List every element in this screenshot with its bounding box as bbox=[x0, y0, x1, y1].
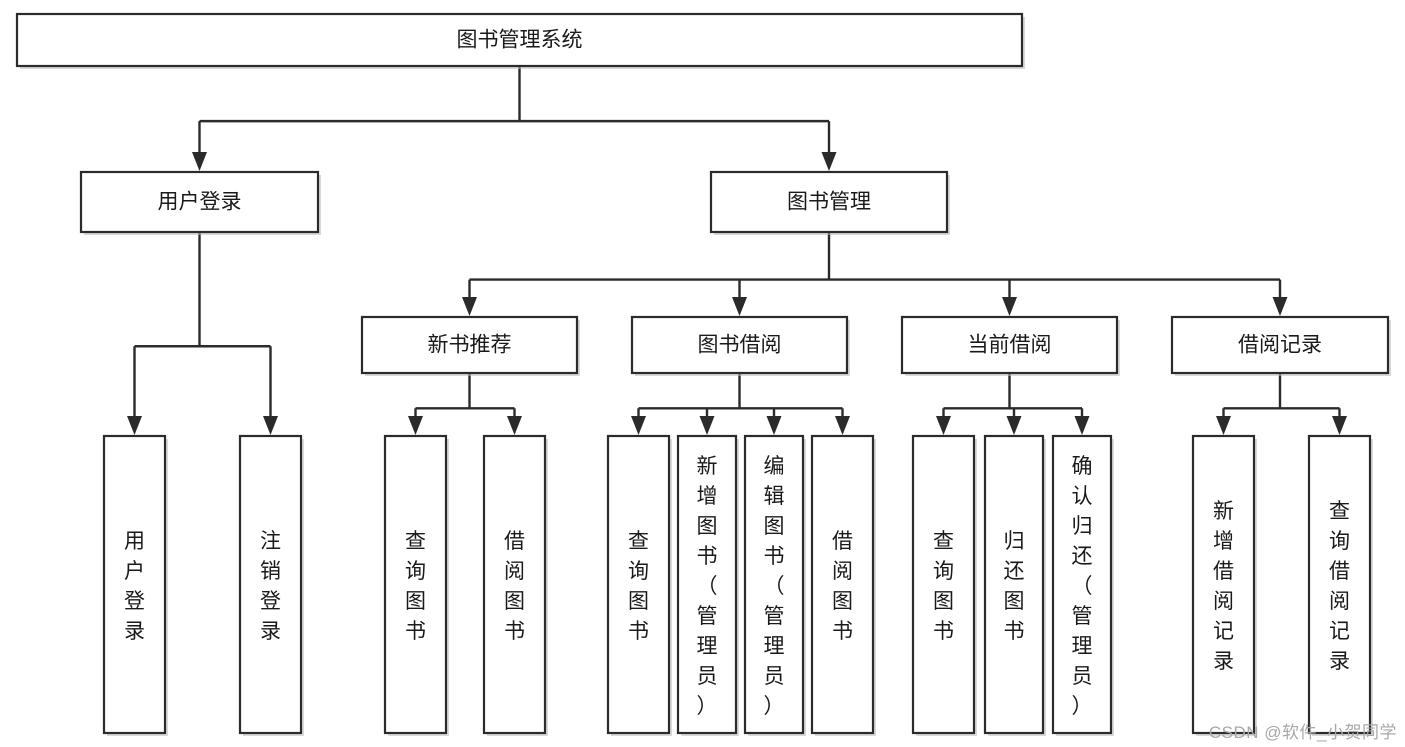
node-rect[interactable] bbox=[900, 315, 1119, 375]
node-leaf-borrow-book-recommend[interactable]: 借阅图书 bbox=[482, 434, 548, 736]
node-label: 确认归还（管理员） bbox=[1072, 455, 1093, 718]
node-label: 查询图书 bbox=[628, 530, 649, 643]
node-leaf-query-book-recommend[interactable]: 查询图书 bbox=[383, 434, 449, 736]
node-leaf-query-borrow-record[interactable]: 查询借阅记录 bbox=[1307, 434, 1373, 736]
node-rect[interactable] bbox=[911, 434, 976, 735]
node-label: 当前借阅 bbox=[968, 334, 1052, 357]
node-rect[interactable] bbox=[1170, 315, 1390, 375]
node-new-book-recommend[interactable]: 新书推荐 bbox=[360, 315, 580, 376]
node-label: 图书借阅 bbox=[698, 334, 782, 357]
node-label: 图书管理系统 bbox=[457, 29, 583, 52]
arrow-head bbox=[192, 152, 207, 171]
arrow-head bbox=[1006, 416, 1022, 435]
node-book-borrow[interactable]: 图书借阅 bbox=[630, 315, 850, 376]
node-leaf-add-book-admin[interactable]: 新增图书（管理员） bbox=[676, 434, 739, 736]
node-label: 查询图书 bbox=[405, 530, 426, 643]
arrow-head bbox=[462, 297, 477, 316]
node-leaf-confirm-return-admin[interactable]: 确认归还（管理员） bbox=[1051, 434, 1114, 736]
arrow-head bbox=[1332, 416, 1347, 435]
arrow-head bbox=[766, 416, 782, 435]
node-rect[interactable] bbox=[360, 315, 579, 375]
arrow-head bbox=[507, 416, 522, 435]
node-current-borrow[interactable]: 当前借阅 bbox=[900, 315, 1120, 376]
arrow-head bbox=[1272, 297, 1288, 316]
node-rect[interactable] bbox=[983, 434, 1045, 735]
arrow-head bbox=[631, 416, 646, 435]
node-label: 图书管理 bbox=[787, 191, 871, 214]
node-rect[interactable] bbox=[15, 12, 1024, 68]
node-rect[interactable] bbox=[102, 434, 167, 735]
node-label: 用户登录 bbox=[158, 191, 242, 214]
node-leaf-logout[interactable]: 注销登录 bbox=[238, 434, 304, 736]
node-label: 新增借阅记录 bbox=[1213, 500, 1234, 673]
node-rect[interactable] bbox=[482, 434, 547, 735]
node-root[interactable]: 图书管理系统 bbox=[15, 12, 1025, 69]
watermark-text: CSDN @软件_小贺同学 bbox=[1208, 723, 1397, 742]
arrow-head bbox=[1216, 416, 1231, 435]
arrow-head bbox=[835, 416, 850, 435]
node-label: 借阅图书 bbox=[832, 530, 853, 643]
arrow-head bbox=[127, 416, 142, 435]
node-rect[interactable] bbox=[630, 315, 849, 375]
node-label: 新增图书（管理员） bbox=[697, 455, 718, 718]
arrow-head bbox=[1002, 297, 1017, 316]
node-rect[interactable] bbox=[79, 170, 320, 234]
arrow-head bbox=[1074, 416, 1090, 435]
node-label: 归还图书 bbox=[1004, 530, 1025, 643]
node-rect[interactable] bbox=[709, 170, 949, 234]
node-rect[interactable] bbox=[238, 434, 303, 735]
node-rect[interactable] bbox=[743, 434, 805, 735]
node-label: 借阅记录 bbox=[1238, 334, 1322, 357]
node-label: 注销登录 bbox=[260, 530, 281, 643]
arrow-head bbox=[408, 416, 423, 435]
node-rect[interactable] bbox=[676, 434, 738, 735]
node-book-manage[interactable]: 图书管理 bbox=[709, 170, 950, 235]
arrow-head bbox=[732, 297, 747, 316]
node-rect[interactable] bbox=[1051, 434, 1113, 735]
arrow-head bbox=[699, 416, 715, 435]
node-label: 新书推荐 bbox=[428, 334, 512, 357]
node-leaf-query-book-borrow[interactable]: 查询图书 bbox=[606, 434, 672, 736]
node-label: 借阅图书 bbox=[504, 530, 525, 643]
node-leaf-return-book[interactable]: 归还图书 bbox=[983, 434, 1046, 736]
node-label: 查询借阅记录 bbox=[1329, 500, 1350, 673]
node-leaf-user-login[interactable]: 用户登录 bbox=[102, 434, 168, 736]
node-label: 查询图书 bbox=[933, 530, 954, 643]
arrow-head bbox=[263, 416, 278, 435]
node-borrow-record[interactable]: 借阅记录 bbox=[1170, 315, 1391, 376]
node-rect[interactable] bbox=[1307, 434, 1372, 735]
node-leaf-query-book-current[interactable]: 查询图书 bbox=[911, 434, 977, 736]
node-label: 用户登录 bbox=[124, 530, 145, 643]
node-layer: 图书管理系统用户登录图书管理新书推荐图书借阅当前借阅借阅记录用户登录注销登录查询… bbox=[15, 12, 1391, 736]
arrow-head bbox=[821, 152, 837, 171]
node-rect[interactable] bbox=[383, 434, 448, 735]
node-rect[interactable] bbox=[606, 434, 671, 735]
node-rect[interactable] bbox=[810, 434, 875, 735]
edge-layer bbox=[127, 66, 1347, 435]
node-user-login[interactable]: 用户登录 bbox=[79, 170, 321, 235]
node-leaf-add-borrow-record[interactable]: 新增借阅记录 bbox=[1191, 434, 1257, 736]
node-rect[interactable] bbox=[1191, 434, 1256, 735]
node-label: 编辑图书（管理员） bbox=[764, 455, 785, 718]
arrow-head bbox=[936, 416, 951, 435]
node-leaf-borrow-book[interactable]: 借阅图书 bbox=[810, 434, 876, 736]
node-leaf-edit-book-admin[interactable]: 编辑图书（管理员） bbox=[743, 434, 806, 736]
